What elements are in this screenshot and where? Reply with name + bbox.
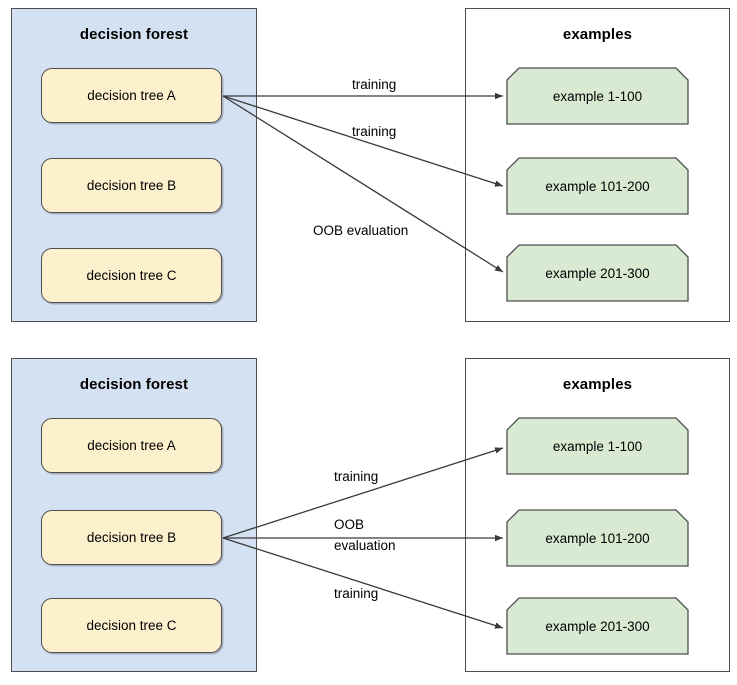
tree-box-b-bottom[interactable]: decision tree B [41, 510, 222, 565]
decision-forest-title-top: decision forest [79, 26, 189, 43]
diagram-bottom: decision forest examples decision tree A… [0, 345, 737, 685]
tree-box-label: decision tree C [86, 618, 177, 633]
example-box-201-300-bottom[interactable]: example 201-300 [507, 598, 688, 654]
edge-label-training-2-top: training [352, 124, 397, 139]
edge-oob-evaluation [222, 95, 504, 273]
example-box-1-100-top[interactable]: example 1-100 [507, 68, 688, 124]
example-box-label: example 201-300 [545, 618, 650, 634]
example-box-1-100-bottom[interactable]: example 1-100 [507, 418, 688, 474]
example-box-label: example 1-100 [552, 438, 643, 454]
example-box-outline [506, 244, 689, 302]
diagram-top: decision forest examples decision tree A… [0, 0, 737, 340]
edge-training-2 [222, 95, 504, 187]
example-box-label: example 201-300 [545, 265, 650, 281]
tree-box-label: decision tree A [87, 88, 176, 103]
edge-training-1 [222, 447, 504, 539]
examples-title-bottom: examples [562, 376, 633, 393]
tree-box-c-top[interactable]: decision tree C [41, 248, 222, 303]
edge-label-oob-bottom: OOB [334, 517, 365, 532]
example-box-label: example 101-200 [545, 178, 650, 194]
arrows-bottom [222, 417, 689, 655]
example-box-outline [506, 417, 689, 475]
edge-label-oob-evaluation-top: OOB evaluation [313, 223, 409, 238]
tree-box-label: decision tree A [87, 438, 176, 453]
example-box-101-200-top[interactable]: example 101-200 [507, 158, 688, 214]
tree-box-b-top[interactable]: decision tree B [41, 158, 222, 213]
example-box-outline [506, 67, 689, 125]
examples-title-top: examples [562, 26, 633, 43]
decision-forest-title-bottom: decision forest [79, 376, 189, 393]
example-box-outline [506, 509, 689, 567]
edge-training-2 [222, 537, 504, 629]
example-box-outline [506, 597, 689, 655]
arrows-top [222, 67, 689, 302]
example-box-201-300-top[interactable]: example 201-300 [507, 245, 688, 301]
tree-box-c-bottom[interactable]: decision tree C [41, 598, 222, 653]
example-box-label: example 101-200 [545, 530, 650, 546]
edge-label-training-2-bottom: training [334, 586, 379, 601]
tree-box-a-bottom[interactable]: decision tree A [41, 418, 222, 473]
tree-box-label: decision tree B [86, 178, 177, 193]
example-box-outline [506, 157, 689, 215]
tree-box-label: decision tree C [86, 268, 177, 283]
example-box-101-200-bottom[interactable]: example 101-200 [507, 510, 688, 566]
tree-box-label: decision tree B [86, 530, 177, 545]
example-box-label: example 1-100 [552, 88, 643, 104]
edge-label-evaluation-bottom: evaluation [334, 538, 396, 553]
tree-box-a-top[interactable]: decision tree A [41, 68, 222, 123]
edge-label-training-1-bottom: training [334, 469, 379, 484]
edge-label-training-1-top: training [352, 77, 397, 92]
